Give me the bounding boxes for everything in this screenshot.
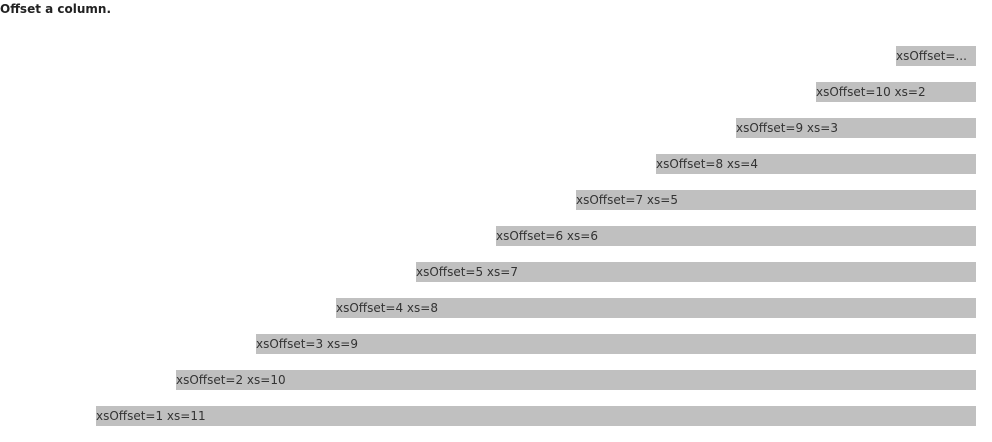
grid-row-offset-5: xsOffset=5 xs=7 [16, 262, 976, 282]
page-title: Offset a column. [0, 2, 112, 16]
offset-grid: xsOffset=... xsOffset=10 xs=2 xsOffset=9… [16, 46, 976, 442]
grid-row-offset-1: xsOffset=1 xs=11 [16, 406, 976, 426]
grid-column: xsOffset=8 xs=4 [656, 154, 976, 174]
grid-row-offset-8: xsOffset=8 xs=4 [16, 154, 976, 174]
grid-column: xsOffset=2 xs=10 [176, 370, 976, 390]
grid-column: xsOffset=4 xs=8 [336, 298, 976, 318]
grid-row-offset-2: xsOffset=2 xs=10 [16, 370, 976, 390]
grid-row-offset-7: xsOffset=7 xs=5 [16, 190, 976, 210]
grid-row-offset-9: xsOffset=9 xs=3 [16, 118, 976, 138]
grid-column: xsOffset=1 xs=11 [96, 406, 976, 426]
grid-row-offset-6: xsOffset=6 xs=6 [16, 226, 976, 246]
grid-column: xsOffset=7 xs=5 [576, 190, 976, 210]
grid-column: xsOffset=9 xs=3 [736, 118, 976, 138]
grid-row-offset-4: xsOffset=4 xs=8 [16, 298, 976, 318]
grid-column: xsOffset=... [896, 46, 976, 66]
grid-row-offset-10: xsOffset=10 xs=2 [16, 82, 976, 102]
grid-column: xsOffset=5 xs=7 [416, 262, 976, 282]
grid-column: xsOffset=3 xs=9 [256, 334, 976, 354]
grid-column: xsOffset=6 xs=6 [496, 226, 976, 246]
grid-column: xsOffset=10 xs=2 [816, 82, 976, 102]
grid-row-offset-3: xsOffset=3 xs=9 [16, 334, 976, 354]
grid-row-offset-11: xsOffset=... [16, 46, 976, 66]
